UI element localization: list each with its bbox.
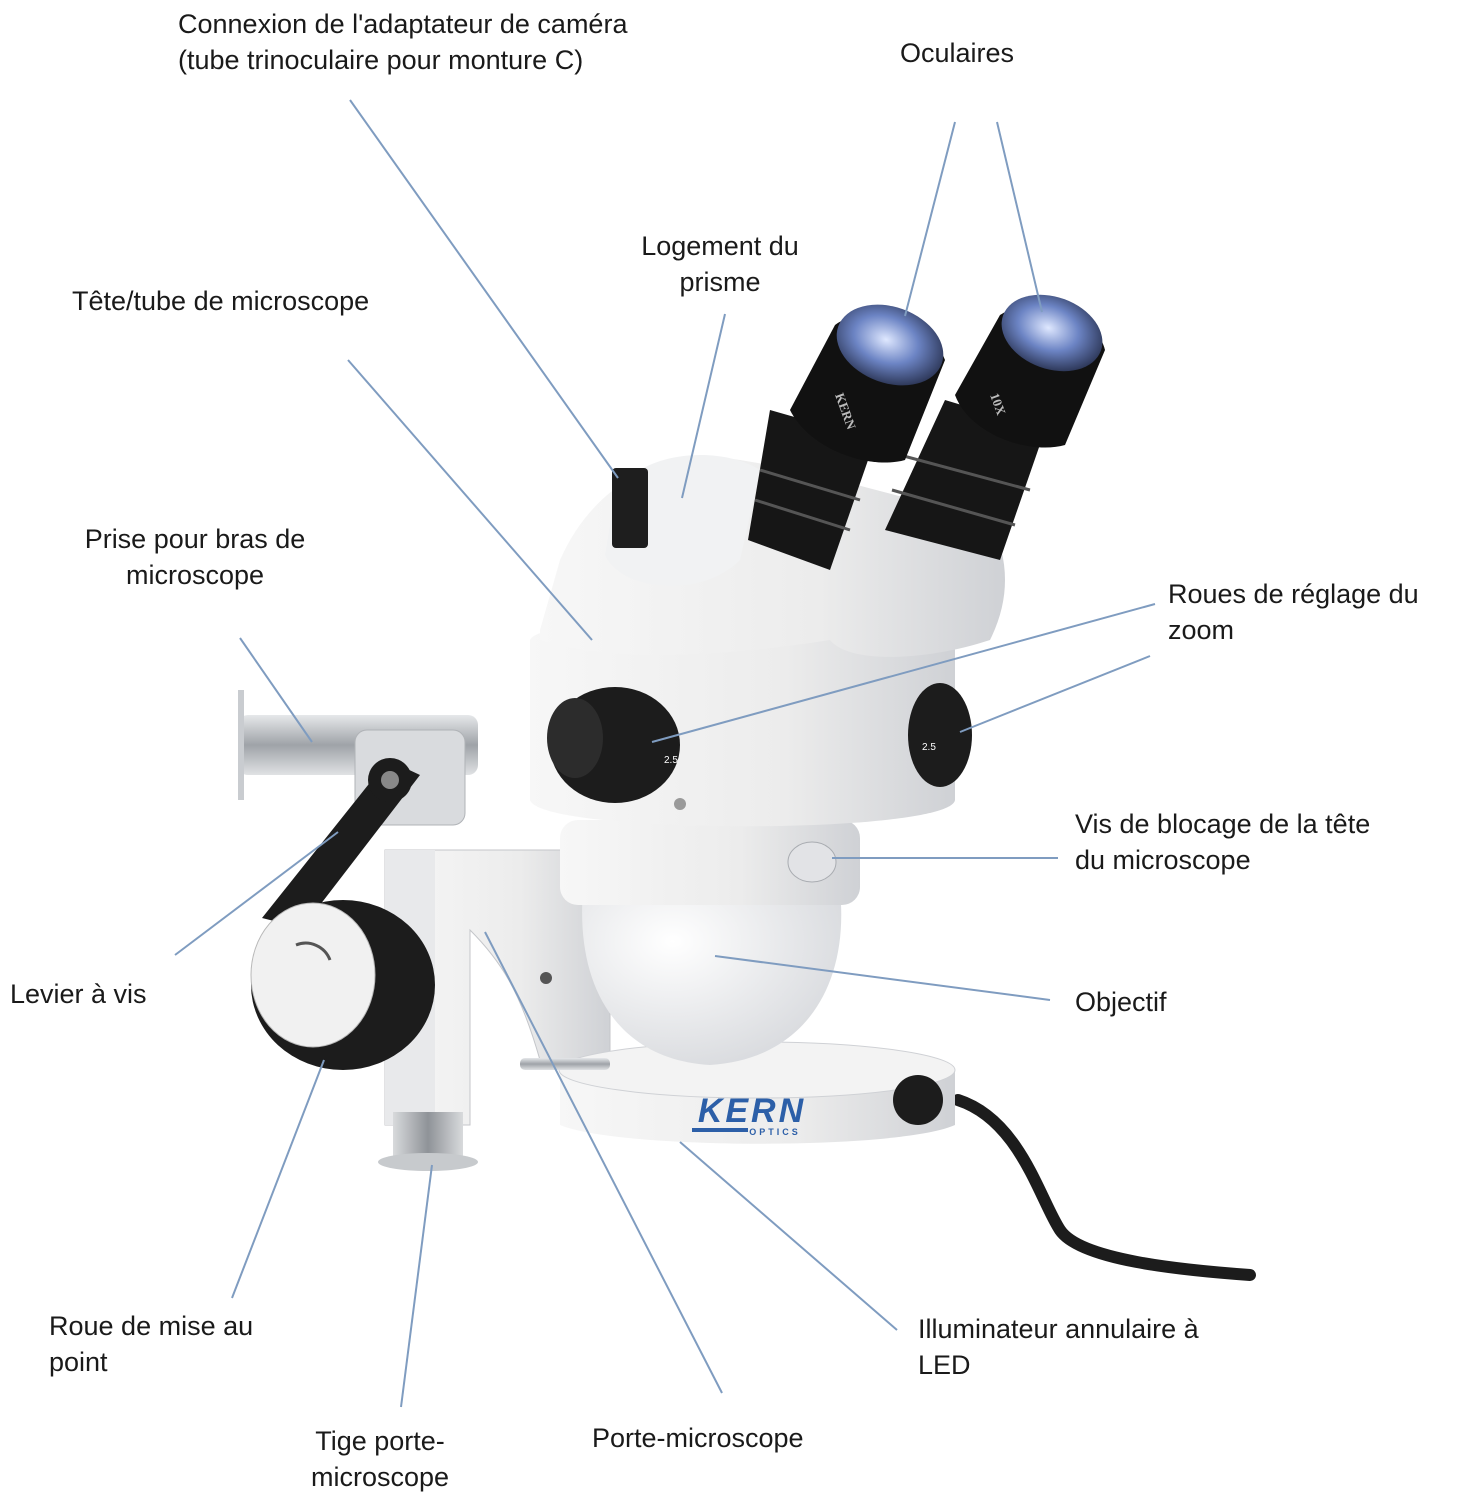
objective-dome [582, 875, 842, 1065]
label-head-lock-screw: Vis de blocage de la tête du microscope [1075, 809, 1371, 875]
label-holder: Porte-microscope [592, 1423, 804, 1453]
leader-led-ring [679, 1141, 898, 1331]
leader-prism [681, 313, 726, 499]
screw-lever [262, 760, 420, 925]
zoom-knob-right [908, 683, 972, 787]
camera-port [612, 468, 648, 548]
eyepiece-tube-right [885, 400, 1045, 560]
leader-screw-lever [174, 831, 339, 956]
eyepiece-left-lens [836, 304, 944, 386]
eyepiece-right-lens [1001, 294, 1103, 372]
eyepiece-mag-text: 10X [987, 391, 1009, 418]
leader-objective [714, 955, 1051, 1001]
leader-eyepiece-right [996, 121, 1043, 313]
brand-logo-sub: OPTICS [749, 1127, 801, 1137]
leader-head-tube [347, 359, 593, 641]
label-camera-adapter: Connexion de l'adaptateur de caméra (tub… [178, 9, 628, 75]
label-led-ring: Illuminateur annulaire à LED [918, 1314, 1199, 1380]
label-prism-housing: Logement du prisme [641, 231, 799, 297]
label-eyepieces: Oculaires [900, 38, 1015, 68]
label-zoom-wheels: Roues de réglage du zoom [1168, 579, 1419, 645]
label-screw-lever: Levier à vis [10, 979, 147, 1009]
brand-logo: KERN [698, 1092, 806, 1130]
label-head-tube: Tête/tube de microscope [72, 286, 370, 316]
leader-holder-rod [400, 1164, 433, 1408]
leader-eyepiece-left [904, 121, 956, 317]
head-lock-screw [787, 841, 837, 883]
lock-collar [560, 820, 860, 905]
leader-zoom-left [651, 603, 1156, 743]
leader-zoom-right [959, 655, 1151, 733]
label-holder-rod: Tige porte- microscope [310, 1426, 450, 1492]
label-focus-wheel: Roue de mise au point [49, 1311, 254, 1377]
label-arm-socket: Prise pour bras de microscope [84, 524, 306, 590]
led-dimmer-knob [893, 1075, 943, 1125]
leader-focus-wheel [231, 1059, 325, 1299]
leader-camera-adapter [349, 99, 619, 479]
zoom-mark-left: 2.5 [664, 755, 678, 766]
power-cable [952, 1094, 1256, 1281]
label-objective: Objectif [1075, 987, 1167, 1017]
zoom-mark-right: 2.5 [922, 742, 936, 753]
leader-holder [484, 931, 723, 1394]
leader-lines [174, 99, 1156, 1408]
leader-arm-socket [239, 637, 313, 743]
